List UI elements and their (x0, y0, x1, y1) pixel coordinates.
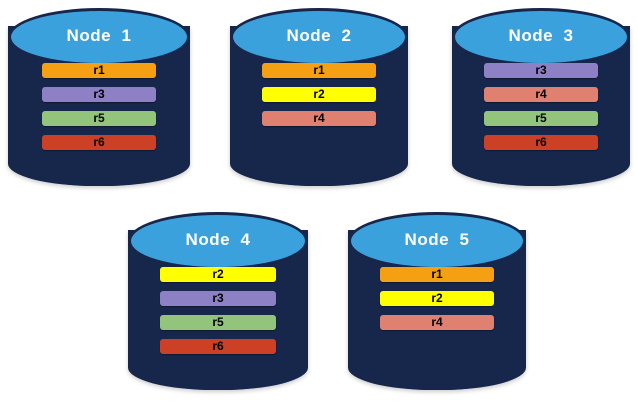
cylinder-top-ellipse (128, 212, 308, 270)
record-bar-r6[interactable]: r6 (484, 135, 598, 150)
record-bar-r4[interactable]: r4 (380, 315, 494, 330)
record-bar-r5[interactable]: r5 (160, 315, 276, 330)
record-list: r1 r3 r5 r6 (8, 63, 190, 150)
cylinder-top-ellipse (452, 8, 630, 66)
cylinder-bottom (348, 364, 526, 390)
record-bar-r5[interactable]: r5 (42, 111, 156, 126)
record-list: r1 r2 r4 (348, 267, 526, 330)
cylinder-top-ellipse (230, 8, 408, 66)
record-bar-r4[interactable]: r4 (484, 87, 598, 102)
record-bar-r6[interactable]: r6 (160, 339, 276, 354)
cylinder-top-ellipse (348, 212, 526, 270)
record-bar-r6[interactable]: r6 (42, 135, 156, 150)
record-list: r3 r4 r5 r6 (452, 63, 630, 150)
cylinder-bottom (8, 160, 190, 186)
record-list: r1 r2 r4 (230, 63, 408, 126)
record-bar-r1[interactable]: r1 (380, 267, 494, 282)
record-bar-r1[interactable]: r1 (262, 63, 376, 78)
record-bar-r4[interactable]: r4 (262, 111, 376, 126)
record-bar-r5[interactable]: r5 (484, 111, 598, 126)
record-bar-r2[interactable]: r2 (262, 87, 376, 102)
cylinder-bottom (230, 160, 408, 186)
record-bar-r1[interactable]: r1 (42, 63, 156, 78)
cylinder-top-ellipse (8, 8, 190, 66)
record-bar-r3[interactable]: r3 (160, 291, 276, 306)
record-list: r2 r3 r5 r6 (128, 267, 308, 354)
cylinder-bottom (452, 160, 630, 186)
record-bar-r3[interactable]: r3 (42, 87, 156, 102)
record-bar-r2[interactable]: r2 (380, 291, 494, 306)
record-bar-r3[interactable]: r3 (484, 63, 598, 78)
cylinder-bottom (128, 364, 308, 390)
record-bar-r2[interactable]: r2 (160, 267, 276, 282)
